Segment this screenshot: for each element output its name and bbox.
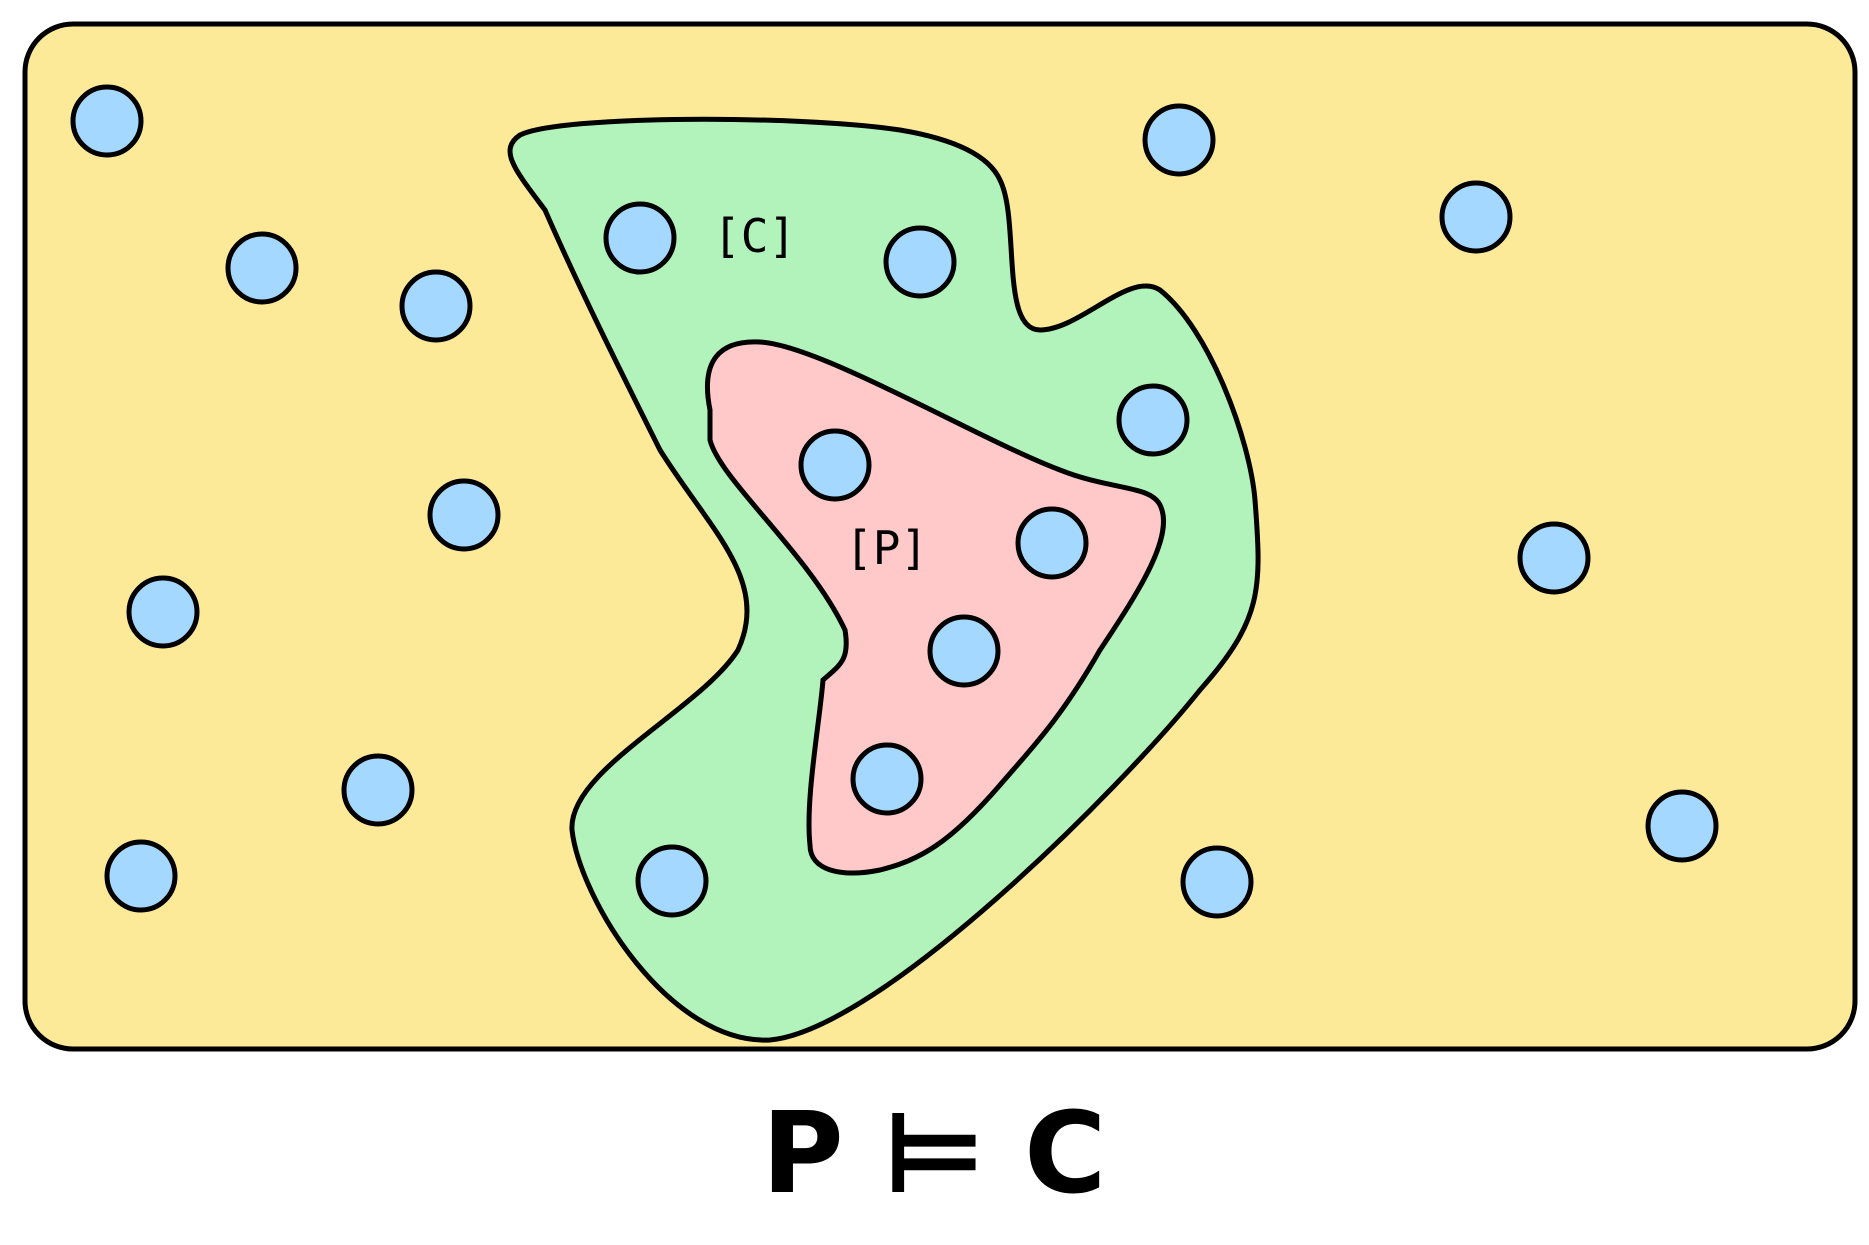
model-point (1142, 103, 1216, 177)
model-point (883, 225, 957, 299)
model-point (603, 201, 677, 275)
model-point (104, 839, 178, 913)
model-point (126, 575, 200, 649)
model-point (1015, 506, 1089, 580)
model-point (1439, 180, 1513, 254)
model-point (225, 231, 299, 305)
model-point (399, 269, 473, 343)
model-points (70, 84, 1719, 919)
entailment-caption: P ⊨ C (762, 1089, 1107, 1219)
conclusion-region-label: [C] (713, 209, 796, 263)
model-point (798, 428, 872, 502)
model-point (1645, 789, 1719, 863)
model-point (635, 844, 709, 918)
model-point (341, 753, 415, 827)
model-point (1517, 521, 1591, 595)
model-point (850, 742, 924, 816)
model-point (1180, 845, 1254, 919)
model-point (927, 614, 1001, 688)
premise-region-label: [P] (845, 521, 928, 575)
model-point (70, 84, 144, 158)
model-point (427, 478, 501, 552)
model-point (1116, 383, 1190, 457)
